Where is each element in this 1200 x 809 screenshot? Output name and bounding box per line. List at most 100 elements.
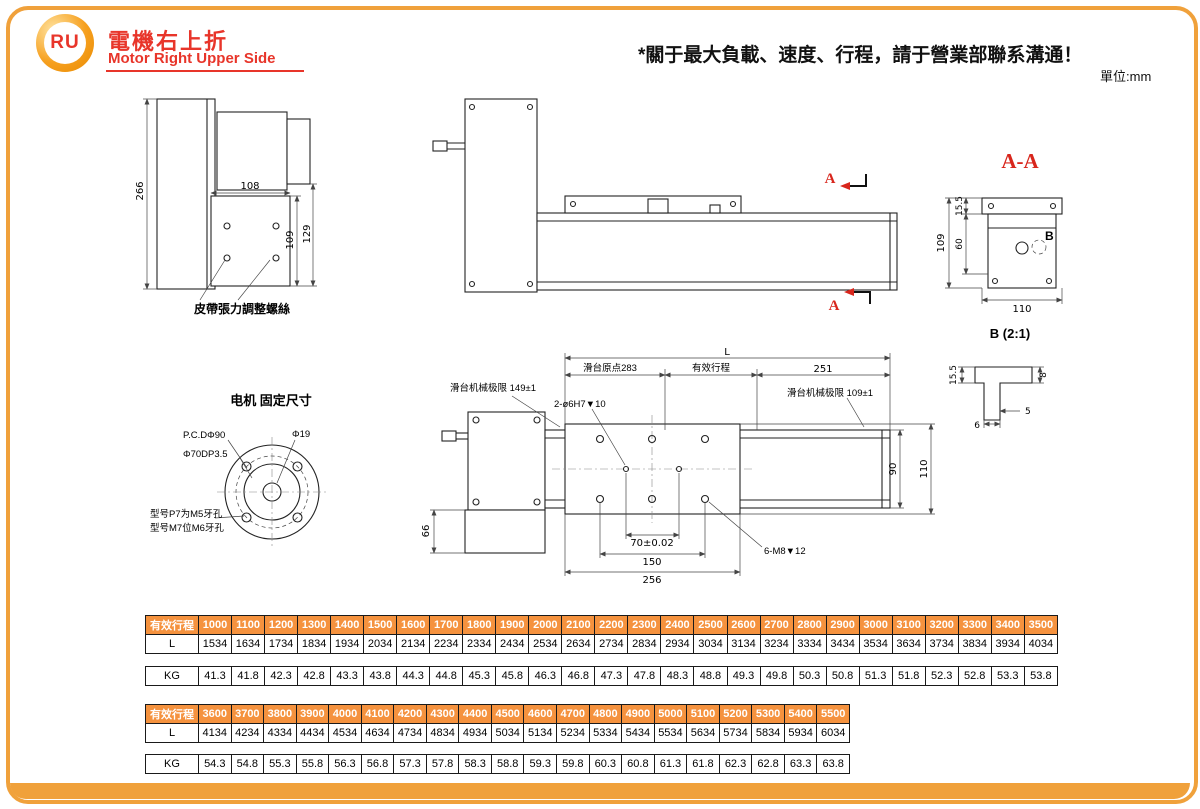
table-cell: 45.3 xyxy=(462,666,497,686)
table-cell: 3400 xyxy=(990,615,1025,635)
table-cell: 2000 xyxy=(528,615,563,635)
table-cell: 1300 xyxy=(297,615,332,635)
table-cell: 2034 xyxy=(363,634,398,654)
table-cell: 4900 xyxy=(621,704,655,724)
table-cell: 62.3 xyxy=(718,754,753,774)
section-aa-dimensions xyxy=(945,197,1063,304)
table-cell: 2700 xyxy=(759,615,794,635)
dim-origin-283: 滑台原点283 xyxy=(583,362,637,374)
table-cell: 55.3 xyxy=(263,754,297,774)
section-cut-marks xyxy=(840,174,871,304)
table-cell: 3200 xyxy=(924,615,959,635)
table-cell: 42.8 xyxy=(297,666,332,686)
table-cell: 51.8 xyxy=(891,666,926,686)
detail-b-mark: B xyxy=(1045,229,1054,243)
max-load-note: *關于最大負載、速度、行程，請于營業部聯系溝通！ xyxy=(638,45,1083,66)
dim-60-section: 60 xyxy=(955,238,965,250)
pcd-label: P.C.DΦ90 xyxy=(183,430,225,441)
table-cell: 57.8 xyxy=(425,754,460,774)
table-cell: 3300 xyxy=(957,615,992,635)
table-cell: 1834 xyxy=(297,634,332,654)
section-letter-a-top: A xyxy=(825,171,836,187)
table-cell: 4600 xyxy=(523,704,558,724)
table-cell: 2634 xyxy=(561,634,596,654)
length-row-label-1: L xyxy=(145,634,199,654)
table-cell: 53.3 xyxy=(990,666,1025,686)
table-cell: 54.3 xyxy=(198,754,232,774)
table-cell: 41.3 xyxy=(197,666,233,686)
section-aa-title: A-A xyxy=(1001,149,1039,173)
table-cell: 5534 xyxy=(653,723,688,743)
table-cell: 5400 xyxy=(783,704,818,724)
dim-8-detail: 8 xyxy=(1039,372,1049,378)
table-cell: 1400 xyxy=(330,615,365,635)
dim-66: 66 xyxy=(421,525,432,538)
table-cell: 3134 xyxy=(726,634,761,654)
dim-5-detail: 5 xyxy=(1025,407,1031,417)
table-cell: 3634 xyxy=(891,634,926,654)
table-cell: 1534 xyxy=(197,634,233,654)
table-cell: 48.3 xyxy=(660,666,695,686)
table-cell: 2334 xyxy=(462,634,497,654)
stroke-header-label-2: 有效行程 xyxy=(145,704,199,724)
table-cell: 6034 xyxy=(816,723,850,743)
section-aa-geometry xyxy=(981,197,1063,289)
table-cell: 1634 xyxy=(231,634,266,654)
section-letter-a-bottom: A xyxy=(829,298,840,314)
table-cell: 5500 xyxy=(816,704,850,724)
table-cell: 60.3 xyxy=(588,754,623,774)
table-cell: 2834 xyxy=(627,634,662,654)
table-cell: 58.8 xyxy=(490,754,525,774)
side-view-dimensions xyxy=(143,98,317,301)
length-row-label-2: L xyxy=(145,723,199,743)
table-cell: 4034 xyxy=(1023,634,1059,654)
section-aa-drawing: A-A 109 15.5 60 110 B xyxy=(936,149,1063,315)
table-cell: 57.3 xyxy=(393,754,427,774)
motor-flange-drawing: 电机 固定尺寸 P.C.DΦ90 Φ19 Φ70DP3.5 型号P7为M5牙孔 … xyxy=(150,393,327,547)
dim-256: 256 xyxy=(642,575,661,586)
table-cell: 2800 xyxy=(792,615,827,635)
table-cell: 43.3 xyxy=(330,666,365,686)
dim-150: 150 xyxy=(642,557,661,568)
ru-badge: RU xyxy=(36,14,94,72)
table-cell: 4234 xyxy=(230,723,265,743)
table-cell: 1100 xyxy=(231,615,266,635)
table-cell: 3100 xyxy=(891,615,926,635)
limit-right-label: 滑台机械极限 109±1 xyxy=(787,387,873,399)
table-cell: 3600 xyxy=(198,704,232,724)
table-cell: 1500 xyxy=(363,615,398,635)
table-cell: 50.3 xyxy=(792,666,827,686)
table-cell: 5434 xyxy=(621,723,655,743)
table-cell: 3434 xyxy=(825,634,860,654)
plan-view-drawing: L 滑台原点283 有效行程 251 滑台机械极限 149±1 滑台机械极限 1… xyxy=(421,347,935,586)
table-cell: 4534 xyxy=(328,723,362,743)
title-chinese: 電機右上折 xyxy=(108,29,229,54)
plan-view-geometry xyxy=(441,411,891,554)
thread-hole-note: 6-M8▼12 xyxy=(764,546,806,557)
motor-flange-leaders xyxy=(214,439,296,519)
detail-b-title: B (2:1) xyxy=(990,326,1030,341)
table-cell: 4834 xyxy=(425,723,460,743)
dim-L: L xyxy=(724,347,730,358)
weight-row-label-2: KG xyxy=(145,754,199,774)
table-cell: 4300 xyxy=(425,704,460,724)
table-cell: 3334 xyxy=(792,634,827,654)
dim-70: 70±0.02 xyxy=(630,538,673,549)
table-cell: 4334 xyxy=(263,723,297,743)
table-cell: 59.3 xyxy=(523,754,558,774)
table-cell: 4934 xyxy=(458,723,492,743)
table-cell: 1800 xyxy=(462,615,497,635)
dim-6-detail: 6 xyxy=(974,421,980,431)
bottom-accent-bar xyxy=(10,783,1190,799)
table-cell: 49.8 xyxy=(759,666,794,686)
dim-108: 108 xyxy=(240,181,259,192)
stroke-header-label-1: 有效行程 xyxy=(145,615,199,635)
table-cell: 54.8 xyxy=(230,754,265,774)
front-view-drawing: A A xyxy=(432,98,898,314)
table-cell: 1734 xyxy=(264,634,299,654)
table-cell: 4000 xyxy=(328,704,362,724)
table-cell: 43.8 xyxy=(363,666,398,686)
